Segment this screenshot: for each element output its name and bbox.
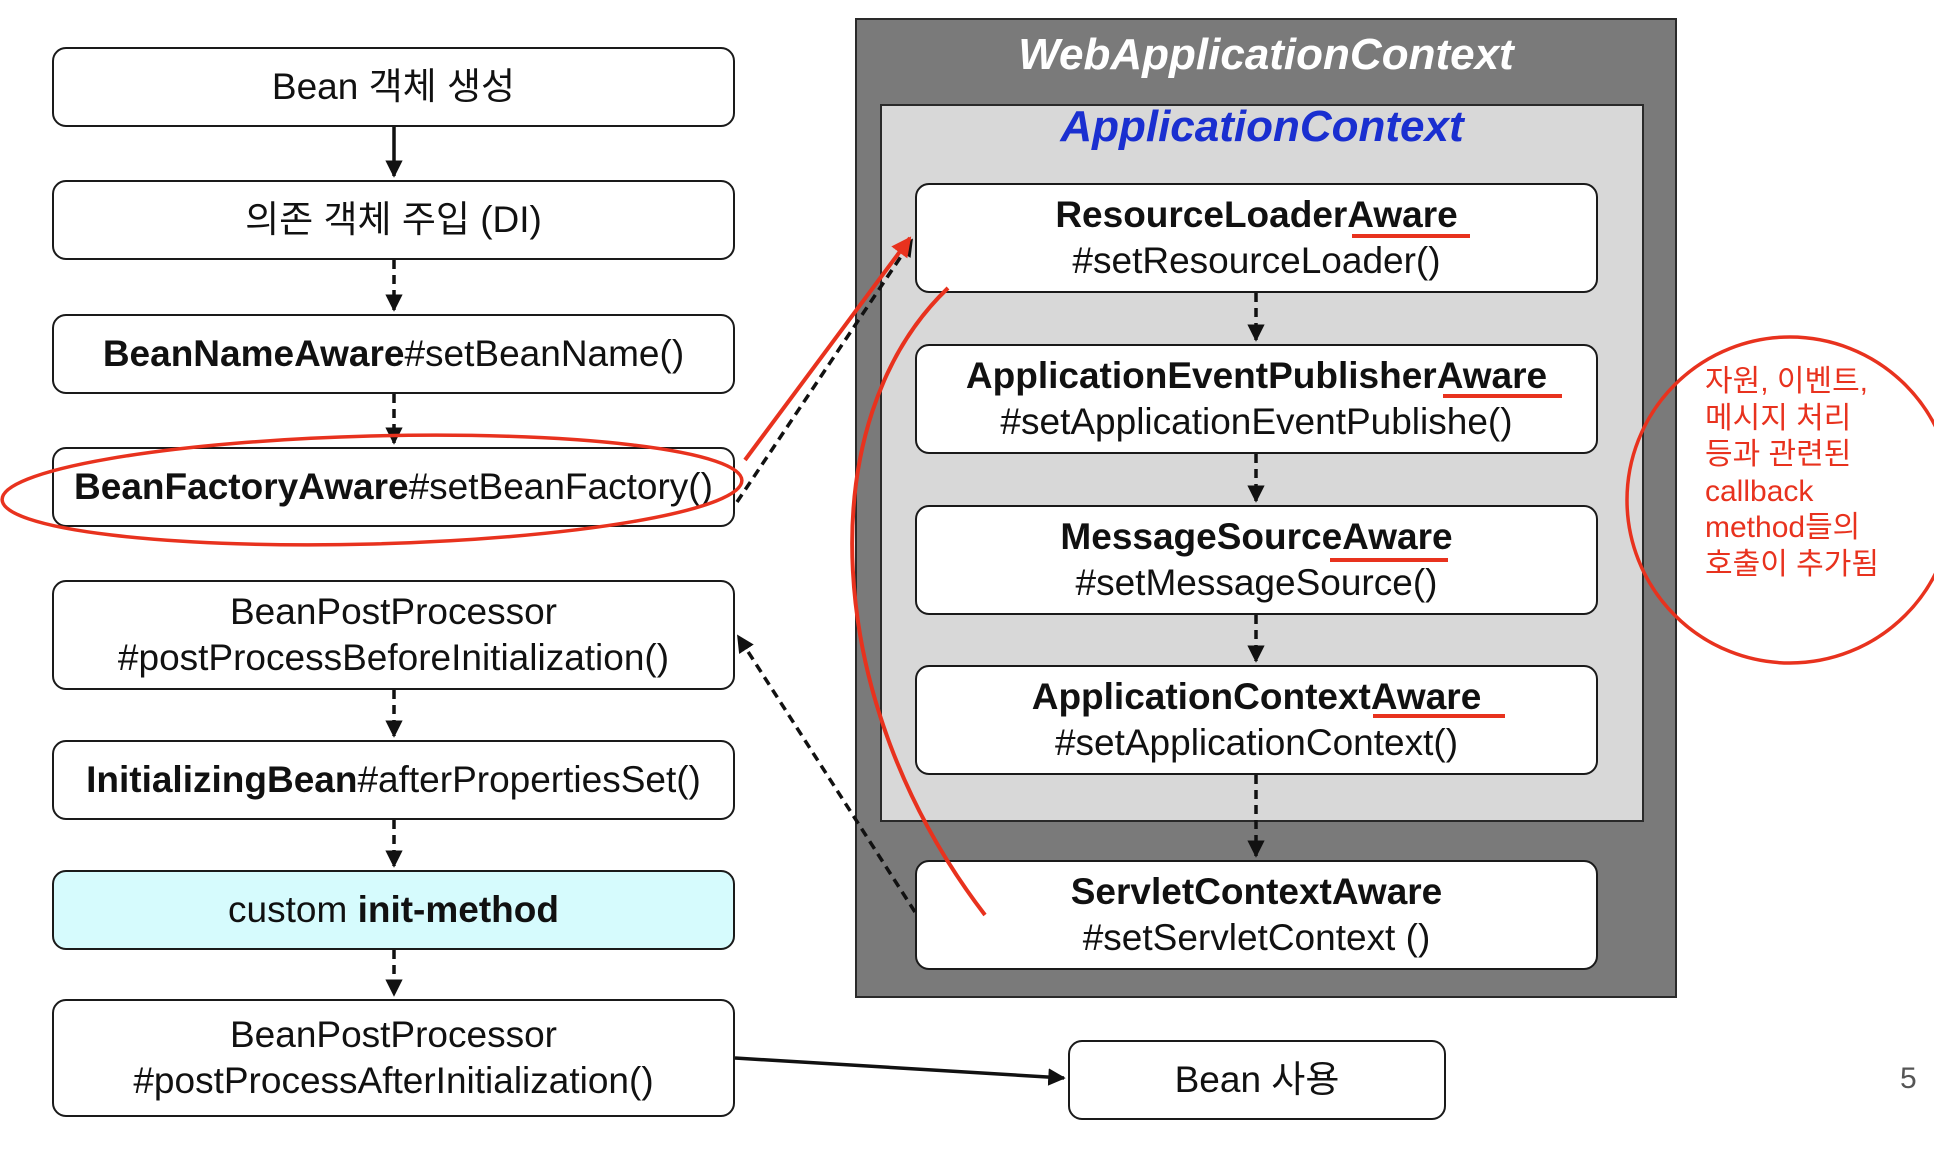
- arrow-bppafter-to-beanuse: [734, 1056, 1066, 1086]
- page-number: 5: [1900, 1062, 1917, 1095]
- note-line: 메시지 처리: [1705, 401, 1852, 435]
- application-context-aware-title: ApplicationContextAware: [1031, 675, 1482, 717]
- note-line: method들의: [1705, 511, 1861, 545]
- bpp-after-line2: #postProcessAfterInitialization(): [133, 1060, 654, 1101]
- step-bean-factory-aware: BeanFactoryAware#setBeanFactory(): [52, 447, 735, 527]
- application-context-title: ApplicationContext: [1060, 102, 1464, 151]
- bpp-before-line1: BeanPostProcessor: [229, 590, 557, 632]
- event-publisher-aware-method: #setApplicationEventPublishe(): [1000, 401, 1513, 442]
- bean-factory-aware-method: #setBeanFactory(): [408, 465, 713, 507]
- red-arrow-to-resourceloader: [743, 236, 912, 462]
- step-bean-create-label: Bean 객체 생성: [271, 65, 516, 107]
- web-application-context-title: WebApplicationContext: [1018, 30, 1514, 79]
- event-publisher-aware-box: ApplicationEventPublisherAware #setAppli…: [915, 344, 1598, 454]
- annotation-note: 자원, 이벤트, 메시지 처리 등과 관련된 callback method들의…: [1705, 364, 1934, 584]
- servlet-context-aware-title: ServletContextAware: [1070, 870, 1443, 912]
- message-source-aware-title: MessageSourceAware: [1060, 515, 1453, 557]
- resource-loader-aware-method: #setResourceLoader(): [1072, 240, 1441, 281]
- step-di: 의존 객체 주입 (DI): [52, 180, 735, 260]
- init-method-prefix: custom: [228, 888, 358, 930]
- note-line: 호출이 추가됨: [1705, 547, 1879, 581]
- event-publisher-aware-title: ApplicationEventPublisherAware: [965, 354, 1548, 396]
- resource-loader-aware-box: ResourceLoaderAware #setResourceLoader(): [915, 183, 1598, 293]
- bpp-after-line1: BeanPostProcessor: [229, 1013, 557, 1055]
- servlet-context-aware-method: #setServletContext (): [1082, 917, 1431, 958]
- step-bean-name-aware: BeanNameAware#setBeanName(): [52, 314, 735, 394]
- note-line: 자원, 이벤트,: [1705, 365, 1869, 398]
- bean-name-aware-interface: BeanNameAware: [102, 332, 405, 374]
- init-method-keyword: init-method: [357, 888, 559, 930]
- step-di-label: 의존 객체 주입 (DI): [245, 198, 542, 240]
- note-line: 등과 관련된: [1705, 438, 1852, 472]
- resource-loader-aware-title: ResourceLoaderAware: [1055, 193, 1458, 235]
- highlight-ellipse: [0, 433, 744, 547]
- note-circle: [1625, 335, 1934, 665]
- application-context-aware-box: ApplicationContextAware #setApplicationC…: [915, 665, 1598, 775]
- application-context-aware-method: #setApplicationContext(): [1054, 722, 1459, 763]
- step-initializing-bean: InitializingBean#afterPropertiesSet(): [52, 740, 735, 820]
- note-line: callback: [1705, 474, 1814, 508]
- initializing-bean-method: #afterPropertiesSet(): [357, 758, 701, 800]
- message-source-aware-method: #setMessageSource(): [1075, 562, 1438, 603]
- step-bean-create: Bean 객체 생성: [52, 47, 735, 127]
- step-bpp-before: BeanPostProcessor #postProcessBeforeInit…: [52, 580, 735, 690]
- initializing-bean-interface: InitializingBean: [86, 758, 358, 800]
- step-init-method: custom init-method: [52, 870, 735, 950]
- message-source-aware-box: MessageSourceAware #setMessageSource(): [915, 505, 1598, 615]
- bpp-before-line2: #postProcessBeforeInitialization(): [117, 637, 670, 678]
- servlet-context-aware-box: ServletContextAware #setServletContext (…: [915, 860, 1598, 970]
- bean-use-box: Bean 사용: [1068, 1040, 1446, 1120]
- bean-factory-aware-interface: BeanFactoryAware: [74, 465, 409, 507]
- step-bpp-after: BeanPostProcessor #postProcessAfterIniti…: [52, 999, 735, 1117]
- arrow-factory-to-resourceloader: [735, 238, 914, 503]
- arrow-servlet-to-bpp: [736, 634, 917, 913]
- red-curve: [850, 286, 987, 917]
- bean-use-label: Bean 사용: [1174, 1058, 1340, 1100]
- bean-name-aware-method: #setBeanName(): [404, 332, 685, 374]
